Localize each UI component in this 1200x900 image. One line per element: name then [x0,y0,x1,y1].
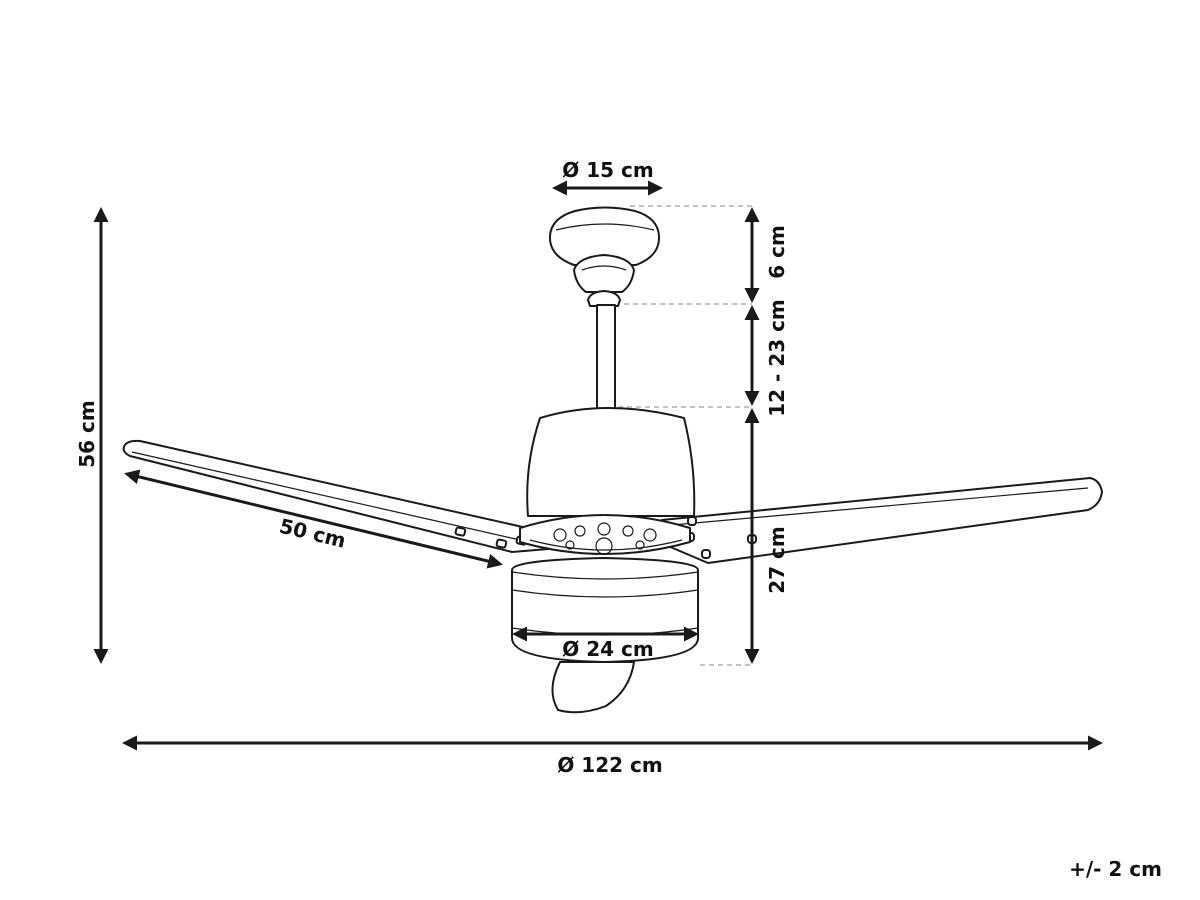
tolerance-note: +/- 2 cm [1069,857,1162,881]
canopy [548,206,661,266]
total-height-label: 56 cm [75,400,99,468]
lower-fan-blade [551,661,635,714]
canopy-collar [573,254,635,293]
dimension-guides [618,205,752,666]
sweep-diameter-label: Ø 122 cm [557,753,662,777]
blade-length-arrow [124,469,503,569]
downrod-length-label: 12 - 23 cm [765,299,789,417]
downrod [596,304,616,410]
canopy-diameter-label: Ø 15 cm [562,158,653,182]
canopy-height-label: 6 cm [765,225,789,279]
motor-housing [526,407,696,517]
motor-ring-detail [529,522,683,555]
body-height-label: 27 cm [765,526,789,594]
light-diameter-label: Ø 24 cm [562,637,653,661]
